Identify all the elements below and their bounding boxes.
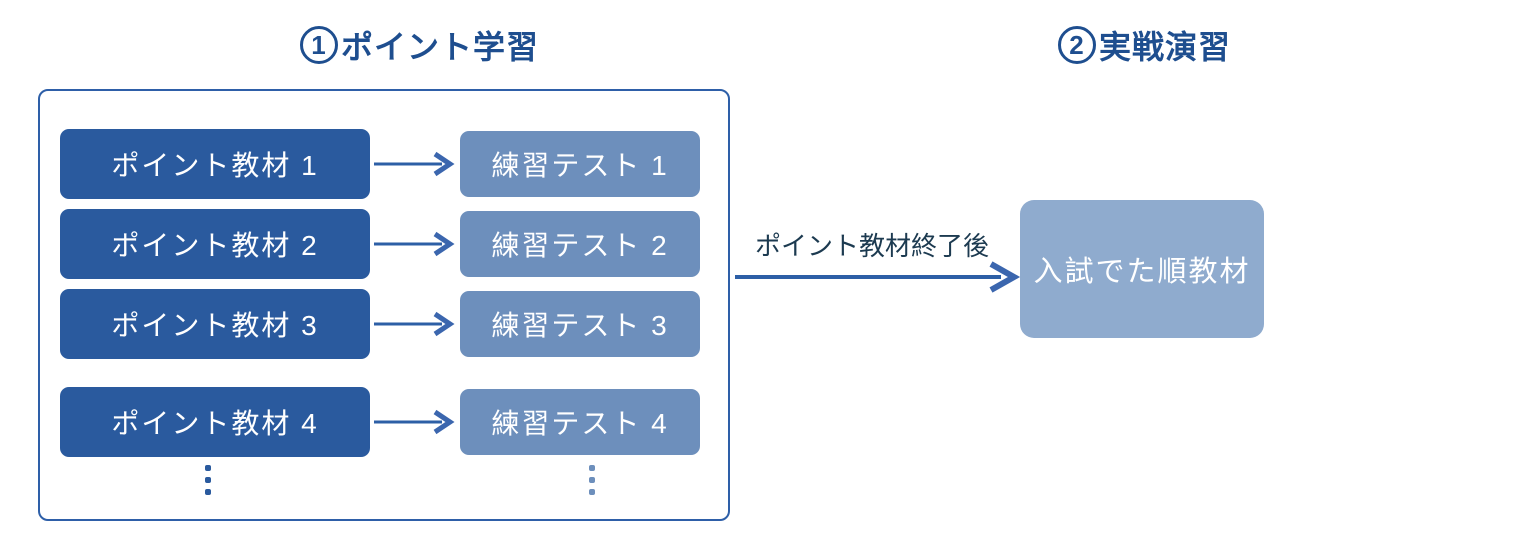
section-title-point-learning: 1 ポイント学習 <box>300 22 539 68</box>
section-2-label: 実戦演習 <box>1099 29 1232 65</box>
material-box-1: ポイント教材 1 <box>60 129 370 199</box>
arrow-right-icon <box>374 151 455 177</box>
material-box-3: ポイント教材 3 <box>60 289 370 359</box>
circled-number-1: 1 <box>300 26 338 64</box>
circled-number-2: 2 <box>1058 26 1096 64</box>
transition-label: ポイント教材終了後 <box>755 220 989 268</box>
ellipsis-dots-tests <box>589 465 595 495</box>
exam-order-material-box: 入試でた順教材 <box>1020 200 1264 338</box>
test-box-1: 練習テスト 1 <box>460 131 700 197</box>
ellipsis-dots-materials <box>205 465 211 495</box>
test-box-2: 練習テスト 2 <box>460 211 700 277</box>
arrow-right-icon <box>374 231 455 257</box>
test-box-4: 練習テスト 4 <box>460 389 700 455</box>
arrow-right-icon <box>374 311 455 337</box>
arrow-right-icon <box>374 409 455 435</box>
section-1-label: ポイント学習 <box>341 29 540 65</box>
test-box-3: 練習テスト 3 <box>460 291 700 357</box>
section-title-practice: 2 実戦演習 <box>1058 22 1231 68</box>
transition-arrow-right-icon <box>735 261 1021 293</box>
material-box-4: ポイント教材 4 <box>60 387 370 457</box>
point-learning-group: ポイント教材 1 練習テスト 1 ポイント教材 2 練習テスト 2 ポイント教材… <box>38 89 730 521</box>
material-box-2: ポイント教材 2 <box>60 209 370 279</box>
